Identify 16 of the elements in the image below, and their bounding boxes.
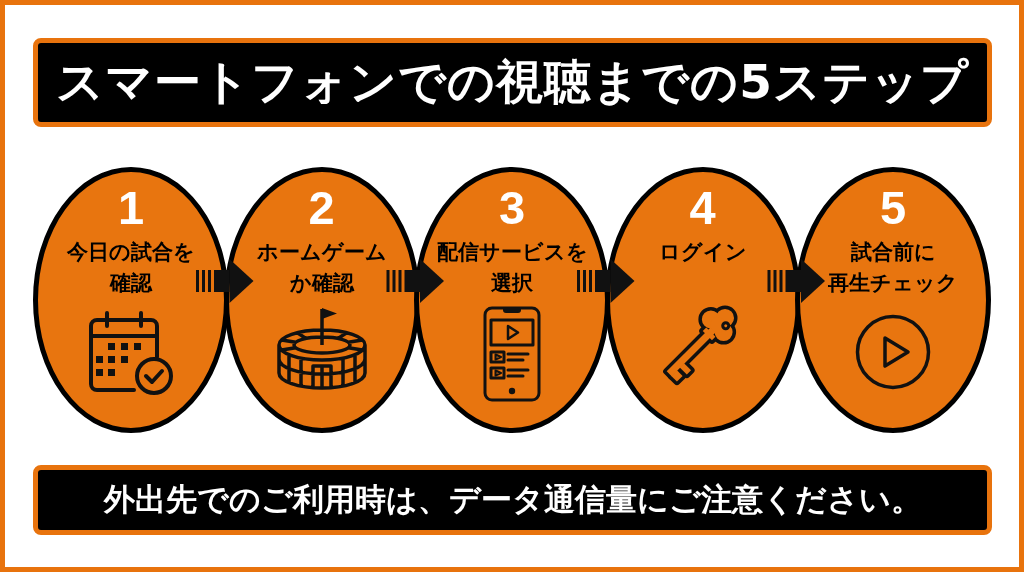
arrow xyxy=(196,259,254,303)
arrow xyxy=(577,259,635,303)
title-text: スマートフォンでの視聴までの5ステップ xyxy=(56,53,969,111)
step-number: 3 xyxy=(498,185,526,231)
notice-text: 外出先でのご利用時は、データ通信量にご注意ください。 xyxy=(103,480,922,519)
step-label: ホームゲームか確認 xyxy=(256,239,387,297)
step-label: 試合前に再生チェック xyxy=(828,239,958,297)
step-number: 2 xyxy=(308,185,335,231)
step-label: 配信サービスを選択 xyxy=(436,239,588,297)
step-number: 4 xyxy=(689,185,716,231)
step-label: ログイン xyxy=(658,239,747,266)
step-number: 5 xyxy=(879,185,907,231)
step-number: 1 xyxy=(117,185,145,231)
arrow xyxy=(767,259,825,303)
arrow xyxy=(386,259,444,303)
step-label: 今日の試合を確認 xyxy=(67,239,195,297)
